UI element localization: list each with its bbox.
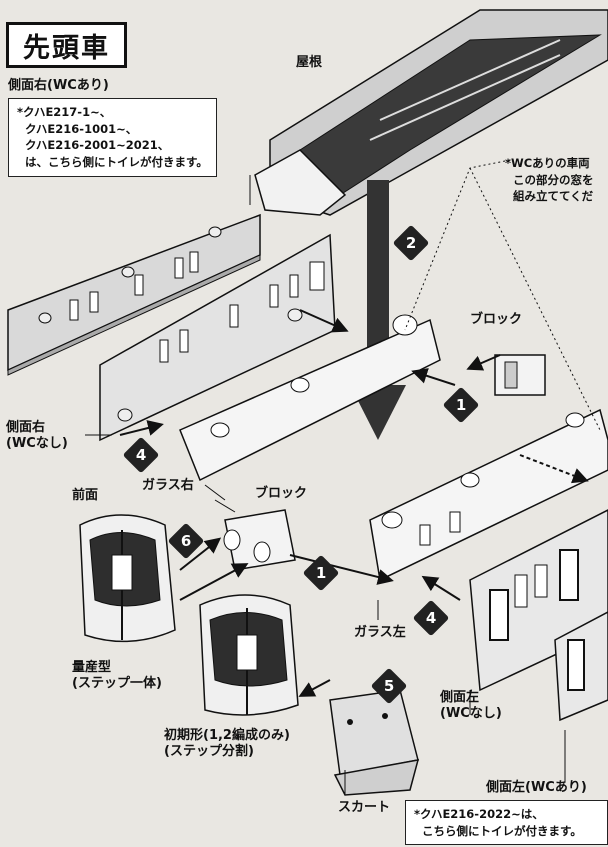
block-mid-part [223, 509, 296, 571]
label-early-model: 初期形(1,2編成のみ) (ステップ分割) [164, 728, 290, 759]
label-glass-left: ガラス左 [354, 625, 406, 640]
frame-right [179, 314, 441, 482]
front-early-model [199, 594, 299, 716]
label-block-top: ブロック [470, 312, 523, 327]
page-title: 先頭車 [6, 22, 127, 68]
block-top-part [494, 354, 546, 396]
label-mass-production: 量産型 (ステップ一体) [72, 660, 162, 691]
roof-part [254, 9, 608, 216]
note-bottom-right: *クハE216-2022~は、 こちら側にトイレが付きます。 [405, 800, 608, 846]
label-skirt: スカート [338, 800, 391, 815]
label-side-right-wc: 側面右(WCあり) [8, 78, 109, 93]
label-front: 前面 [72, 488, 99, 503]
label-glass-right: ガラス右 [142, 478, 194, 493]
side-right-wc-panel [7, 213, 261, 376]
side-left-wc-panel [554, 611, 608, 722]
label-side-right-nowc: 側面右 (WCなし) [6, 420, 68, 451]
label-block-mid: ブロック [255, 486, 308, 501]
label-side-left-nowc: 側面左 (WCなし) [440, 690, 502, 721]
leader-lines [85, 159, 601, 795]
assembly-arrows [119, 309, 589, 697]
note-top-left: *クハE217-1~、 クハE216-1001~、 クハE216-2001~20… [8, 98, 217, 177]
skirt-part [329, 689, 420, 796]
front-mass-production [79, 514, 176, 643]
label-roof: 屋根 [296, 55, 323, 70]
note-top-right: *WCありの車両 この部分の窓を 組み立ててくだ [505, 156, 594, 204]
label-side-left-wc: 側面左(WCあり) [486, 780, 587, 795]
